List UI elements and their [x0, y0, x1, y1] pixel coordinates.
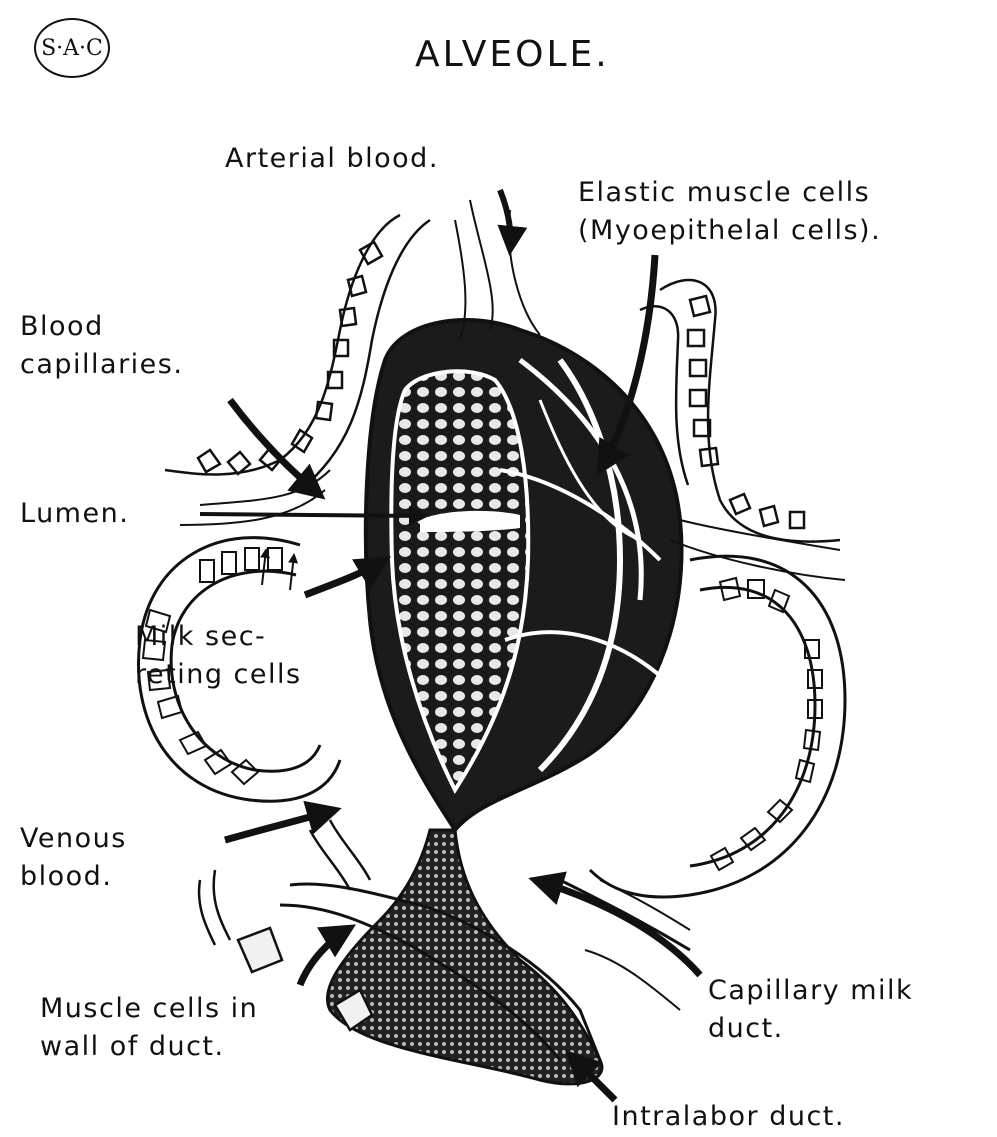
arterial-blood-pointer	[500, 190, 511, 250]
label-arterial-blood: Arterial blood.	[225, 140, 439, 178]
capillary-milk-duct-pointer	[535, 880, 700, 975]
lumen-pointer	[200, 514, 425, 516]
right-alveolus-cells	[711, 578, 822, 870]
intralabor-duct	[238, 830, 690, 1084]
label-milk-secreting-cells: Milk sec-reting cells	[135, 618, 302, 694]
label-intralabor-duct: Intralabor duct.	[612, 1098, 845, 1136]
venous-blood-pointer	[225, 810, 335, 840]
label-elastic-muscle-cells: Elastic muscle cells(Myoepithelal cells)…	[578, 174, 881, 250]
label-lumen: Lumen.	[20, 495, 129, 533]
